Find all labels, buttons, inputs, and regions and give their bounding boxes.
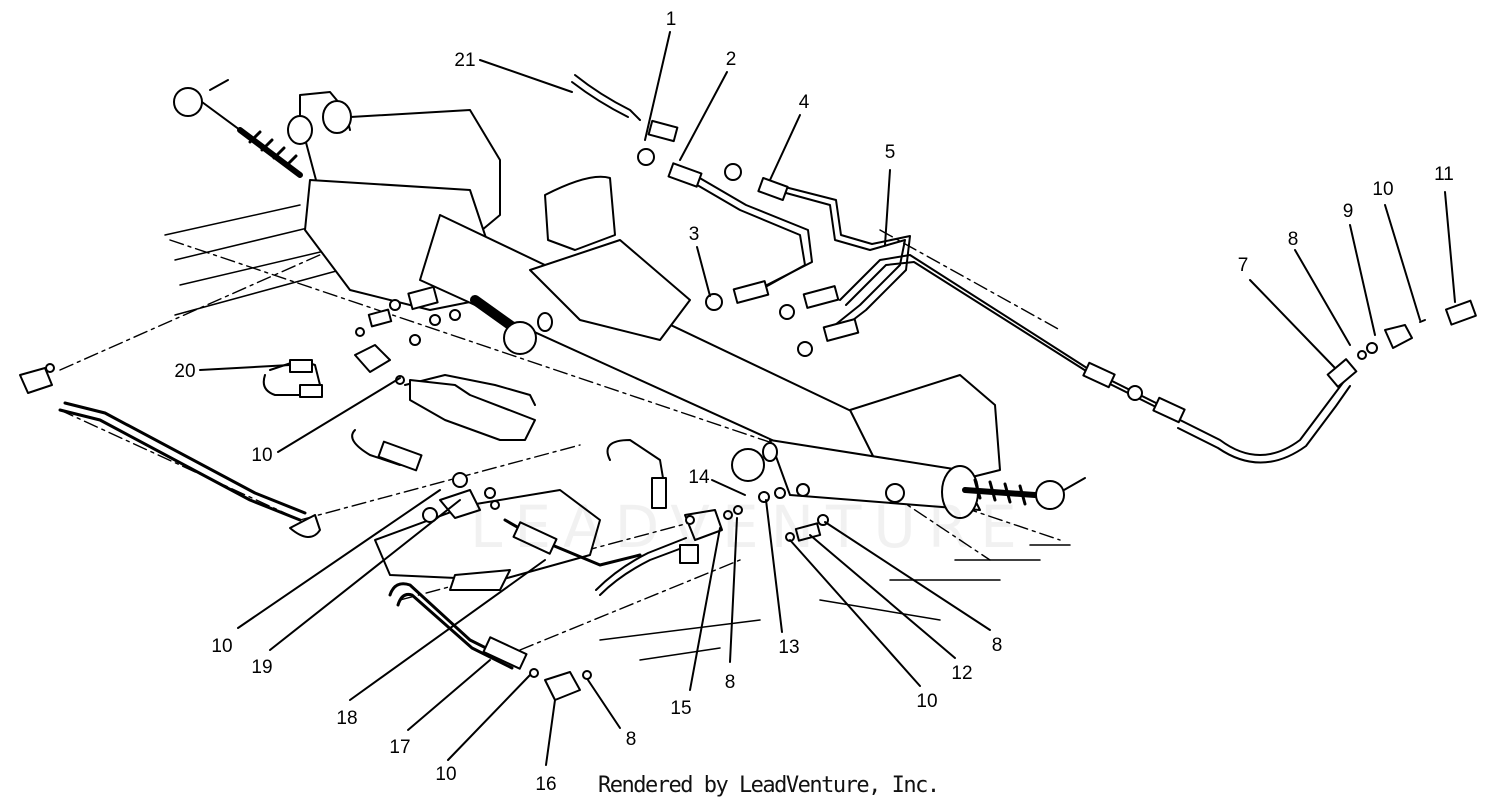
callout-10-right: 10 bbox=[916, 691, 938, 712]
callout-10-left: 10 bbox=[251, 445, 273, 466]
watermark: LEADVENTURE bbox=[470, 493, 1029, 561]
fittings-right bbox=[1326, 299, 1477, 388]
callout-18: 18 bbox=[336, 708, 358, 729]
tube-fittings bbox=[637, 119, 1186, 424]
callout-8: 8 bbox=[1287, 229, 1299, 250]
callout-20: 20 bbox=[174, 361, 196, 382]
callout-10: 10 bbox=[1372, 179, 1394, 200]
callout-3: 3 bbox=[688, 224, 700, 245]
callout-2: 2 bbox=[725, 49, 737, 70]
callout-8-right: 8 bbox=[991, 635, 1003, 656]
right-tie-rod bbox=[962, 477, 1086, 510]
callout-21: 21 bbox=[454, 50, 476, 71]
leader-lines bbox=[199, 31, 1456, 766]
piston-rod-left bbox=[470, 295, 553, 355]
callout-13: 13 bbox=[778, 637, 800, 658]
callout-10-lower-left: 10 bbox=[211, 636, 233, 657]
callout-14: 14 bbox=[688, 467, 710, 488]
callout-11: 11 bbox=[1434, 164, 1454, 185]
frame-assembly bbox=[287, 91, 1001, 519]
hatching bbox=[164, 204, 1071, 661]
callout-1: 1 bbox=[665, 9, 677, 30]
callout-17: 17 bbox=[389, 737, 411, 758]
callout-15: 15 bbox=[670, 698, 692, 719]
footer-credit: Rendered by LeadVenture, Inc. bbox=[598, 773, 940, 798]
callout-7: 7 bbox=[1237, 255, 1249, 276]
steel-tubes bbox=[571, 74, 1351, 464]
callout-8-center: 8 bbox=[724, 672, 736, 693]
left-tie-rod bbox=[173, 79, 303, 178]
callout-16: 16 bbox=[535, 774, 557, 795]
callout-8-bottom: 8 bbox=[625, 729, 637, 750]
callout-9: 9 bbox=[1342, 201, 1354, 222]
center-hoses bbox=[439, 439, 905, 596]
callout-5: 5 bbox=[884, 142, 896, 163]
callout-12: 12 bbox=[951, 663, 973, 684]
callout-19: 19 bbox=[251, 657, 273, 678]
mounting-plate bbox=[374, 472, 601, 591]
left-hoses bbox=[19, 285, 536, 538]
lower-hose bbox=[388, 582, 592, 701]
piston-rod-right bbox=[731, 442, 778, 482]
callout-4: 4 bbox=[798, 92, 810, 113]
callout-10-bottom: 10 bbox=[435, 764, 457, 785]
